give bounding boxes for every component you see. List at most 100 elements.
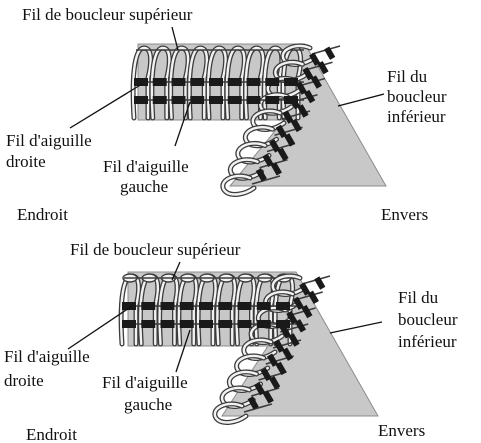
needle-stitch bbox=[255, 168, 267, 182]
needle-stitch bbox=[288, 333, 300, 347]
upper-looper-label: Fil de boucleur supérieur bbox=[70, 240, 241, 259]
needle-stitch bbox=[190, 96, 205, 104]
left-needle-label: Fil d'aiguille gauche bbox=[102, 373, 192, 414]
needle-stitch bbox=[314, 276, 326, 290]
needle-stitch bbox=[160, 320, 175, 328]
needle-stitch bbox=[122, 302, 136, 310]
needle-stitch bbox=[218, 302, 233, 310]
needle-stitch bbox=[141, 302, 156, 310]
lower-loop-core bbox=[221, 174, 256, 196]
lower-looper-label: Fil du boucleur inférieur bbox=[398, 288, 462, 351]
needle-stitch bbox=[269, 375, 281, 390]
lower-thread-tail bbox=[294, 291, 323, 301]
needle-stitch bbox=[275, 361, 287, 376]
needle-stitch bbox=[122, 320, 136, 328]
lower-loop-core bbox=[242, 338, 277, 360]
needle-stitch bbox=[256, 302, 271, 310]
panel-bottom: Fil de boucleur supérieur Fil du boucleu… bbox=[4, 240, 462, 443]
lower-loop-core bbox=[259, 93, 293, 115]
needle-stitch bbox=[237, 302, 252, 310]
lower-looper-label: Fil du boucleur inférieur bbox=[387, 67, 451, 126]
needle-stitch bbox=[160, 302, 175, 310]
needle-stitch bbox=[141, 320, 156, 328]
needle-stitch bbox=[292, 296, 304, 311]
needle-stitch bbox=[152, 96, 167, 104]
needle-stitch bbox=[307, 290, 319, 305]
right-needle-label: Fil d'aiguille droite bbox=[6, 131, 96, 171]
needle-stitch bbox=[302, 66, 314, 81]
needle-stitch bbox=[295, 81, 307, 95]
back-label: Envers bbox=[381, 205, 428, 224]
needle-stitch bbox=[276, 320, 290, 328]
needle-stitch bbox=[134, 78, 148, 86]
lower-loop-core bbox=[266, 77, 301, 99]
needle-stitch bbox=[294, 319, 307, 333]
needle-stitch bbox=[266, 353, 279, 367]
needle-stitch bbox=[262, 390, 274, 404]
needle-stitch bbox=[276, 302, 290, 310]
needle-stitch bbox=[273, 339, 285, 353]
needle-stitch bbox=[277, 147, 289, 162]
needle-stitch bbox=[199, 302, 213, 310]
lower-loop-core bbox=[251, 109, 286, 131]
leader-lower-looper bbox=[329, 321, 383, 334]
leader-lower-looper bbox=[337, 93, 385, 107]
needle-stitch bbox=[282, 110, 294, 124]
needle-stitch bbox=[270, 162, 282, 176]
needle-stitch bbox=[152, 78, 167, 86]
needle-stitch bbox=[179, 320, 194, 328]
left-needle-label: Fil d'aiguille gauche bbox=[103, 157, 193, 196]
needle-stitch bbox=[227, 96, 242, 104]
leader-left-needle bbox=[175, 329, 191, 373]
needle-stitch bbox=[254, 381, 266, 396]
needle-stitch bbox=[281, 347, 294, 361]
panel-top: Fil de boucleur supérieur Fil du boucleu… bbox=[6, 5, 451, 224]
lower-loop-core bbox=[235, 354, 269, 376]
needle-stitch bbox=[310, 75, 322, 89]
needle-stitch bbox=[290, 118, 302, 133]
needle-stitch bbox=[309, 52, 321, 66]
lower-thread-tail bbox=[304, 61, 333, 72]
needle-stitch bbox=[237, 320, 252, 328]
needle-stitch bbox=[218, 320, 233, 328]
needle-stitch bbox=[265, 78, 280, 86]
lower-thread-tail bbox=[243, 403, 273, 413]
needle-threads bbox=[122, 276, 326, 410]
needle-stitch bbox=[179, 302, 194, 310]
face-label: Endroit bbox=[17, 205, 68, 224]
leader-right-needle bbox=[69, 83, 143, 129]
needle-stitch bbox=[209, 96, 223, 104]
needle-stitch bbox=[279, 325, 292, 339]
needle-stitch bbox=[304, 89, 316, 104]
lower-loop-core bbox=[244, 125, 278, 147]
needle-stitch bbox=[284, 78, 298, 86]
upper-looper-thread bbox=[118, 273, 296, 347]
leader-right-needle bbox=[67, 305, 133, 350]
needle-stitch bbox=[246, 78, 261, 86]
needle-stitch bbox=[227, 78, 242, 86]
needle-stitch bbox=[247, 396, 259, 410]
lower-loop-core bbox=[271, 274, 306, 296]
needle-stitch bbox=[284, 133, 296, 147]
lower-looper-thread bbox=[220, 43, 341, 197]
needle-stitch bbox=[324, 46, 336, 60]
needle-stitch bbox=[190, 78, 205, 86]
needle-stitch bbox=[262, 153, 274, 168]
lower-loop-core bbox=[229, 158, 263, 180]
needle-stitch bbox=[171, 78, 186, 86]
leader-upper-looper bbox=[171, 26, 179, 51]
needle-stitch bbox=[301, 304, 313, 319]
needle-stitch bbox=[317, 60, 329, 75]
leader-upper-looper bbox=[171, 261, 181, 281]
needle-stitch bbox=[256, 320, 271, 328]
right-needle-label: Fil d'aiguille droite bbox=[4, 347, 94, 390]
lower-thread-tail bbox=[251, 175, 281, 185]
needle-stitch bbox=[289, 95, 301, 110]
upper-looper-label: Fil de boucleur supérieur bbox=[22, 5, 193, 24]
needle-stitch bbox=[209, 78, 223, 86]
lower-loop-core bbox=[220, 386, 255, 408]
needle-stitch bbox=[297, 104, 309, 118]
looper-loop-core bbox=[131, 46, 152, 120]
